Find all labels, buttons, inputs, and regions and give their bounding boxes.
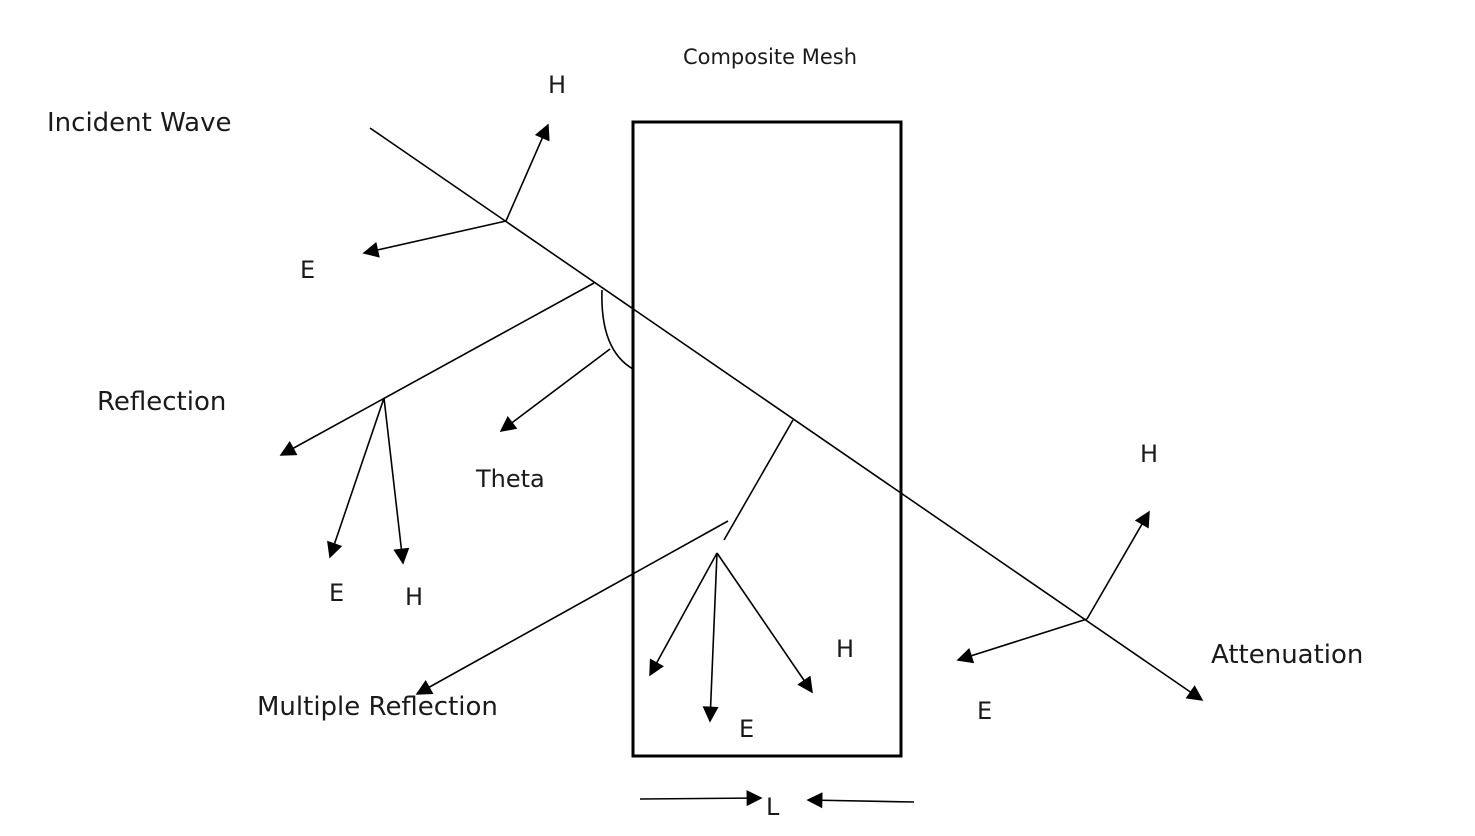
multiple-reflection-ray: [415, 520, 729, 695]
attenuation-label: Attenuation: [1211, 640, 1363, 670]
inner-h-arrow: [716, 552, 813, 694]
transmitted-e-label: E: [977, 697, 992, 725]
incident-e-arrow: [362, 220, 507, 258]
thickness-left-arrow: [639, 790, 763, 807]
reflection-ray: [279, 282, 595, 456]
incident-h-arrow: [505, 123, 550, 222]
inner-e-label: E: [739, 715, 754, 743]
incident-wave-line: [369, 127, 1204, 701]
inner-e-arrow: [702, 552, 719, 723]
transmitted-h-arrow: [1086, 510, 1150, 620]
transmitted-e-arrow: [956, 618, 1088, 664]
inner-arrow-left: [649, 552, 718, 677]
transmitted-h-label: H: [1140, 440, 1158, 468]
incident-h-label: H: [548, 71, 566, 99]
composite-mesh-title: Composite Mesh: [683, 45, 857, 69]
multiple-reflection-label: Multiple Reflection: [257, 692, 498, 722]
thickness-label: L: [766, 793, 780, 821]
internal-reflection-ray: [723, 419, 794, 541]
incident-e-label: E: [300, 256, 315, 284]
reflection-h-arrow: [383, 397, 410, 565]
composite-mesh-slab: [631, 120, 903, 758]
incident-wave-label: Incident Wave: [47, 108, 231, 138]
reflection-e-label: E: [329, 579, 344, 607]
inner-h-label: H: [836, 635, 854, 663]
reflection-e-arrow: [327, 397, 385, 559]
reflection-h-label: H: [405, 583, 423, 611]
thickness-right-arrow: [806, 792, 915, 809]
theta-pointer-arrow: [499, 348, 611, 432]
reflection-label: Reflection: [97, 387, 226, 417]
theta-angle-arc: [601, 289, 634, 370]
theta-label: Theta: [475, 465, 545, 493]
